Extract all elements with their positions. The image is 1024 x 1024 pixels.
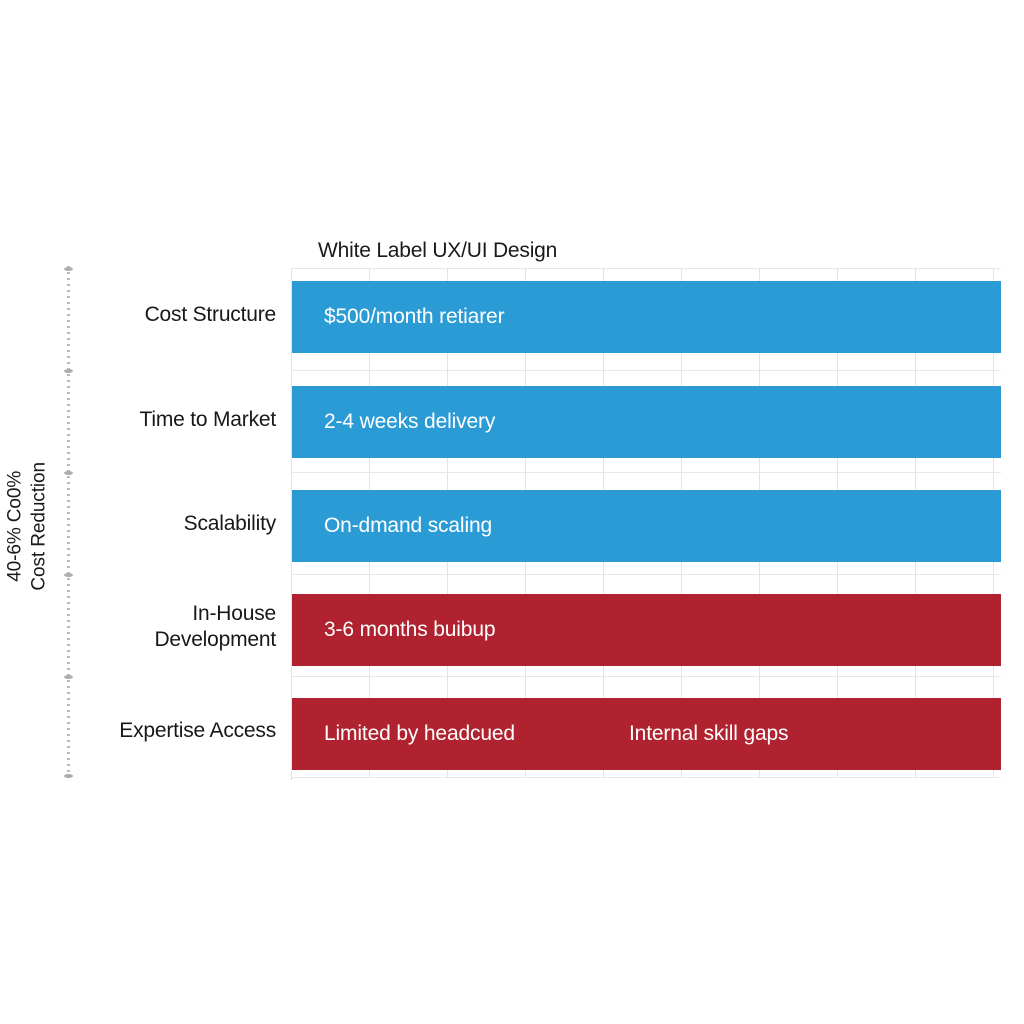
plot-area: $500/month retiarer 2-4 weeks delivery O… (291, 268, 1001, 778)
bar-in-house-development[interactable]: 3-6 months buibup (292, 594, 1001, 666)
category-axis-labels: Cost Structure Time to Market Scalabilit… (78, 268, 276, 778)
category-label: Scalability (78, 511, 277, 537)
category-label-line: Cost Structure (144, 303, 277, 326)
bar-value-label: 3-6 months buibup (324, 618, 496, 641)
chart-title: White Label UX/UI Design (318, 239, 558, 262)
bar-value-label-secondary: Internal skill gaps (629, 722, 789, 745)
category-label: Cost Structure (78, 302, 277, 328)
bar-expertise-access[interactable]: Limited by headcued Internal skill gaps (292, 698, 1001, 770)
category-label-line: Scalability (183, 512, 277, 535)
bar-scalability[interactable]: On-dmand scaling (292, 490, 1001, 562)
y-axis-title: 40-6% Co0% Cost Reduction (0, 400, 56, 640)
category-label-line: Time to Market (139, 408, 277, 431)
gridline-horizontal (291, 676, 1001, 677)
bar-value-label: 2-4 weeks delivery (324, 410, 496, 433)
gridline-horizontal (291, 574, 1001, 575)
y-axis-tick (64, 675, 73, 679)
bar-cost-structure[interactable]: $500/month retiarer (292, 281, 1001, 353)
y-axis-tick (64, 267, 73, 271)
bar-value-label: $500/month retiarer (324, 305, 505, 328)
y-axis-tick (64, 774, 73, 778)
gridline-horizontal (291, 777, 1001, 778)
bar-time-to-market[interactable]: 2-4 weeks delivery (292, 386, 1001, 458)
category-label: Time to Market (78, 407, 277, 433)
gridline-horizontal (291, 472, 1001, 473)
y-axis-title-line-2: Cost Reduction (29, 462, 50, 591)
gridline-horizontal (291, 370, 1001, 371)
gridline-horizontal (291, 268, 1001, 269)
category-label: Expertise Access (78, 718, 276, 744)
category-label: In-House Development (78, 601, 276, 653)
category-label-line: Development (154, 628, 276, 652)
bar-value-label: Limited by headcued (324, 722, 515, 745)
y-axis-tick (64, 573, 73, 577)
category-label-line: In-House (192, 602, 276, 625)
y-axis-tick (64, 471, 73, 475)
y-axis-tick (64, 369, 73, 373)
y-axis-dotted-spine (67, 266, 70, 778)
bar-value-label: On-dmand scaling (324, 514, 493, 537)
category-label-line: Expertise Access (119, 719, 276, 742)
y-axis-title-line-1: 40-6% Co0% (4, 470, 26, 582)
